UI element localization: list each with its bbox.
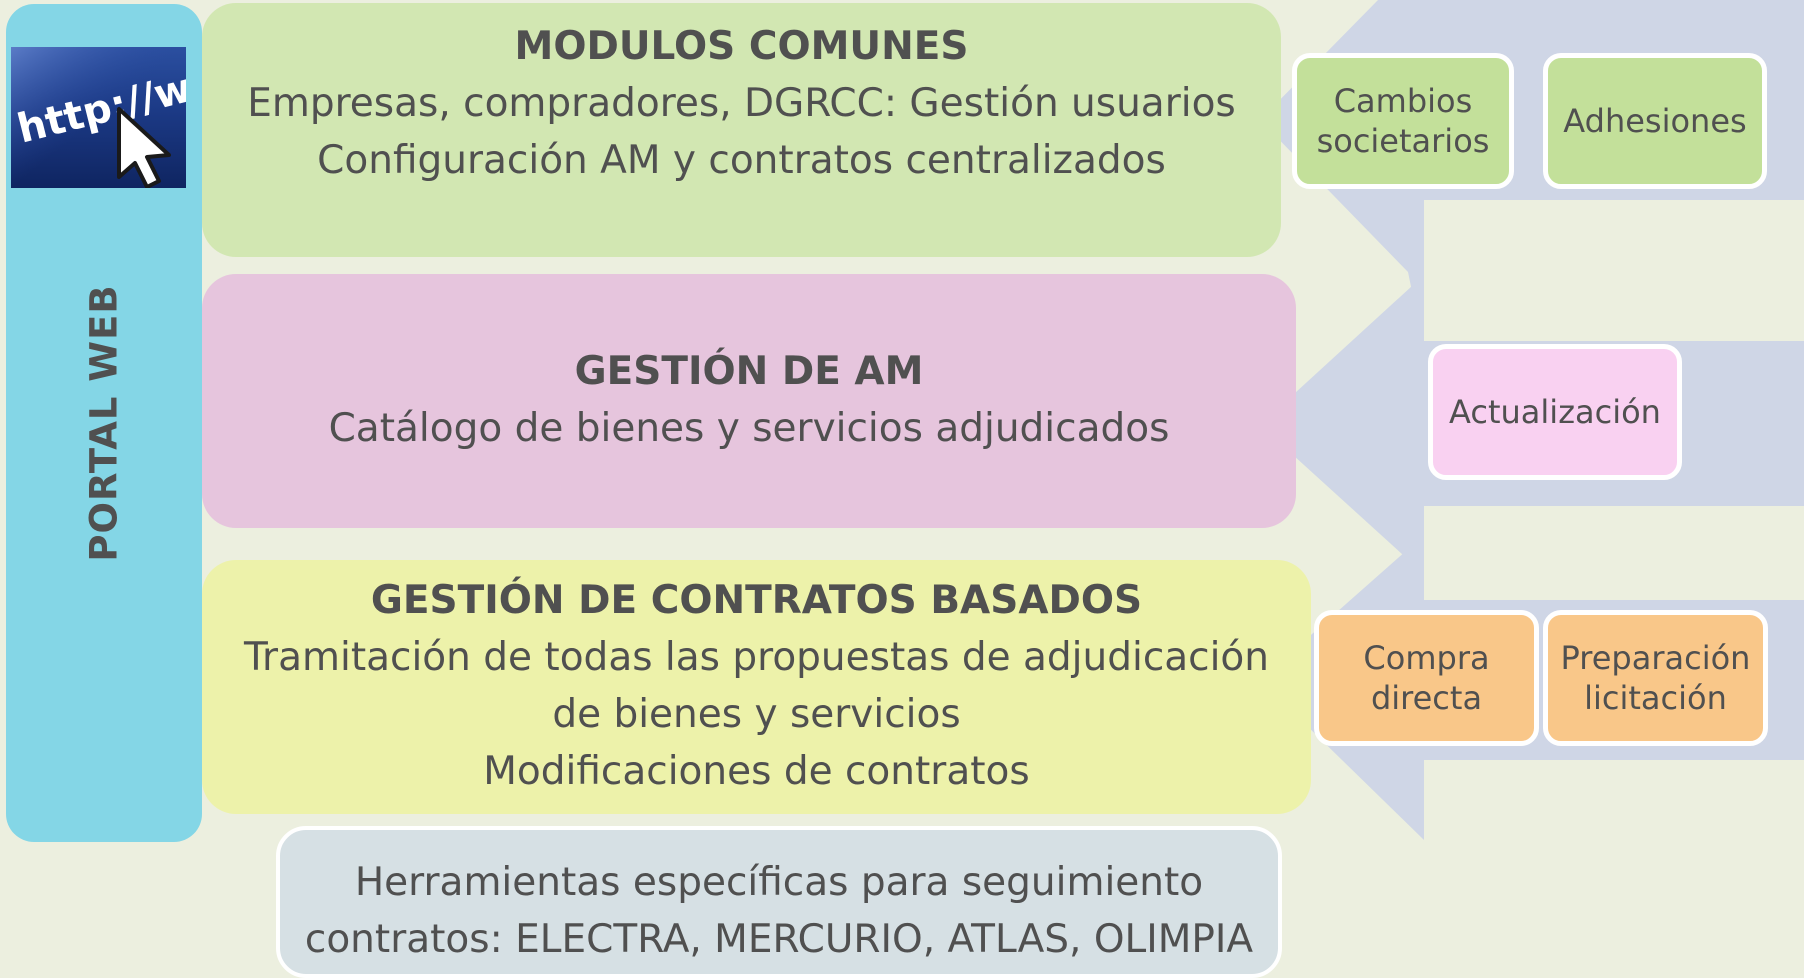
compra-directa-box: Compra directa — [1314, 610, 1539, 746]
gestion-am-line-1: Catálogo de bienes y servicios adjudicad… — [328, 406, 1170, 451]
cambios-societarios-box: Cambios societarios — [1292, 53, 1514, 189]
adhesiones-box: Adhesiones — [1543, 53, 1767, 189]
tools-line-2: contratos: ELECTRA, MERCURIO, ATLAS, OLI… — [304, 917, 1254, 962]
preparacion-licitacion-box: Preparación licitación — [1543, 610, 1768, 746]
contratos-title: GESTIÓN DE CONTRATOS BASADOS — [370, 578, 1143, 623]
modulos-line-1: Empresas, compradores, DGRCC: Gestión us… — [247, 81, 1236, 126]
modulos-comunes-panel: MODULOS COMUNES Empresas, compradores, D… — [202, 3, 1281, 257]
preparacion-line-2: licitación — [1584, 679, 1727, 717]
tools-line-1: Herramientas específicas para seguimient… — [354, 860, 1204, 905]
contratos-panel: GESTIÓN DE CONTRATOS BASADOS Tramitación… — [202, 560, 1311, 814]
compra-line-1: Compra — [1363, 639, 1490, 677]
contratos-line-2: de bienes y servicios — [552, 692, 961, 737]
cambios-line-1: Cambios — [1333, 82, 1473, 120]
gestion-am-panel: GESTIÓN DE AM Catálogo de bienes y servi… — [202, 274, 1296, 528]
adhesiones-label: Adhesiones — [1563, 102, 1747, 140]
modulos-title: MODULOS COMUNES — [514, 24, 969, 69]
modulos-line-2: Configuración AM y contratos centralizad… — [317, 138, 1166, 183]
cambios-line-2: societarios — [1316, 122, 1490, 160]
tools-box: Herramientas específicas para seguimient… — [276, 826, 1282, 978]
gestion-am-title: GESTIÓN DE AM — [574, 349, 924, 394]
preparacion-line-1: Preparación — [1560, 639, 1751, 677]
portal-web-label: PORTAL WEB — [82, 284, 126, 562]
http-logo: http://www — [11, 47, 186, 188]
actualizacion-box: Actualización — [1428, 344, 1682, 480]
contratos-line-3: Modificaciones de contratos — [483, 749, 1030, 794]
mouse-cursor-icon: http://www — [11, 47, 186, 188]
actualizacion-label: Actualización — [1449, 393, 1661, 431]
compra-line-2: directa — [1370, 679, 1483, 717]
contratos-line-1: Tramitación de todas las propuestas de a… — [243, 635, 1270, 680]
